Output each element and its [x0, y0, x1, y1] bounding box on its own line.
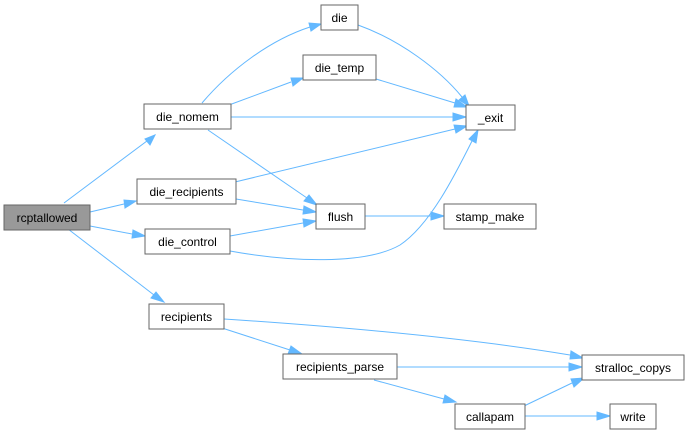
- edges: [63, 22, 612, 421]
- node-label: flush: [328, 210, 353, 224]
- edge-die-recipients-to-flush: [235, 198, 318, 215]
- node-label: callapam: [466, 410, 514, 424]
- node-rcptallowed[interactable]: rcptallowed: [3, 204, 91, 231]
- node-label: _exit: [477, 111, 504, 125]
- node-label: die_recipients: [149, 185, 223, 199]
- edge-recipients-to-stralloc-copys: [223, 318, 585, 360]
- edge-callapam-to-write: [525, 411, 612, 421]
- edge-die-control-to-exit: [229, 128, 479, 261]
- edge-rcptallowed-to-recipients: [67, 228, 166, 303]
- edge-recipients-parse-to-callapam: [373, 379, 458, 404]
- edge-die-control-to-flush: [229, 218, 318, 237]
- edge-rcptallowed-to-die-recipients: [89, 199, 138, 213]
- node-recipients-parse[interactable]: recipients_parse: [282, 353, 398, 380]
- edge-recipients-to-recipients-parse: [221, 327, 304, 355]
- node-die-nomem[interactable]: die_nomem: [143, 103, 232, 130]
- edge-die-nomem-to-die: [201, 22, 323, 104]
- node-stamp-make[interactable]: stamp_make: [443, 203, 537, 230]
- node-label: recipients: [161, 310, 212, 324]
- node-callapam[interactable]: callapam: [454, 403, 526, 430]
- node-label: write: [619, 410, 646, 424]
- node-flush[interactable]: flush: [315, 203, 366, 230]
- edge-rcptallowed-to-die-control: [89, 225, 147, 239]
- edge-recipients-parse-to-stralloc-copys: [397, 362, 584, 372]
- node-label: stralloc_copys: [595, 361, 671, 375]
- node-label: recipients_parse: [296, 360, 384, 374]
- edge-die-temp-to-exit: [375, 78, 469, 108]
- edge-die-recipients-to-exit: [234, 124, 469, 183]
- node-die[interactable]: die: [320, 4, 359, 31]
- node-label: die_temp: [315, 61, 365, 75]
- node-write[interactable]: write: [609, 403, 657, 430]
- edge-die-nomem-to-exit: [231, 112, 468, 122]
- edge-rcptallowed-to-die-nomem: [63, 134, 157, 204]
- edge-die-nomem-to-flush: [207, 129, 319, 206]
- edge-flush-to-stamp-make: [365, 211, 446, 221]
- node-label: die: [331, 11, 347, 25]
- node-recipients[interactable]: recipients: [148, 303, 225, 330]
- node-stralloc-copys[interactable]: stralloc_copys: [581, 354, 685, 381]
- node-die-recipients[interactable]: die_recipients: [136, 178, 237, 205]
- edge-die-to-exit: [357, 24, 470, 108]
- node-label: die_control: [158, 235, 217, 249]
- edge-callapam-to-stralloc-copys: [523, 377, 586, 407]
- node-die-temp[interactable]: die_temp: [302, 54, 377, 81]
- node-label: die_nomem: [156, 110, 219, 124]
- node-label: stamp_make: [456, 210, 525, 224]
- nodes: rcptallowed die_nomem die_recipients die…: [3, 4, 685, 430]
- edge-die-nomem-to-die-temp: [228, 77, 305, 106]
- node-die-control[interactable]: die_control: [144, 228, 231, 255]
- node-exit[interactable]: _exit: [465, 104, 516, 131]
- node-label: rcptallowed: [17, 211, 78, 225]
